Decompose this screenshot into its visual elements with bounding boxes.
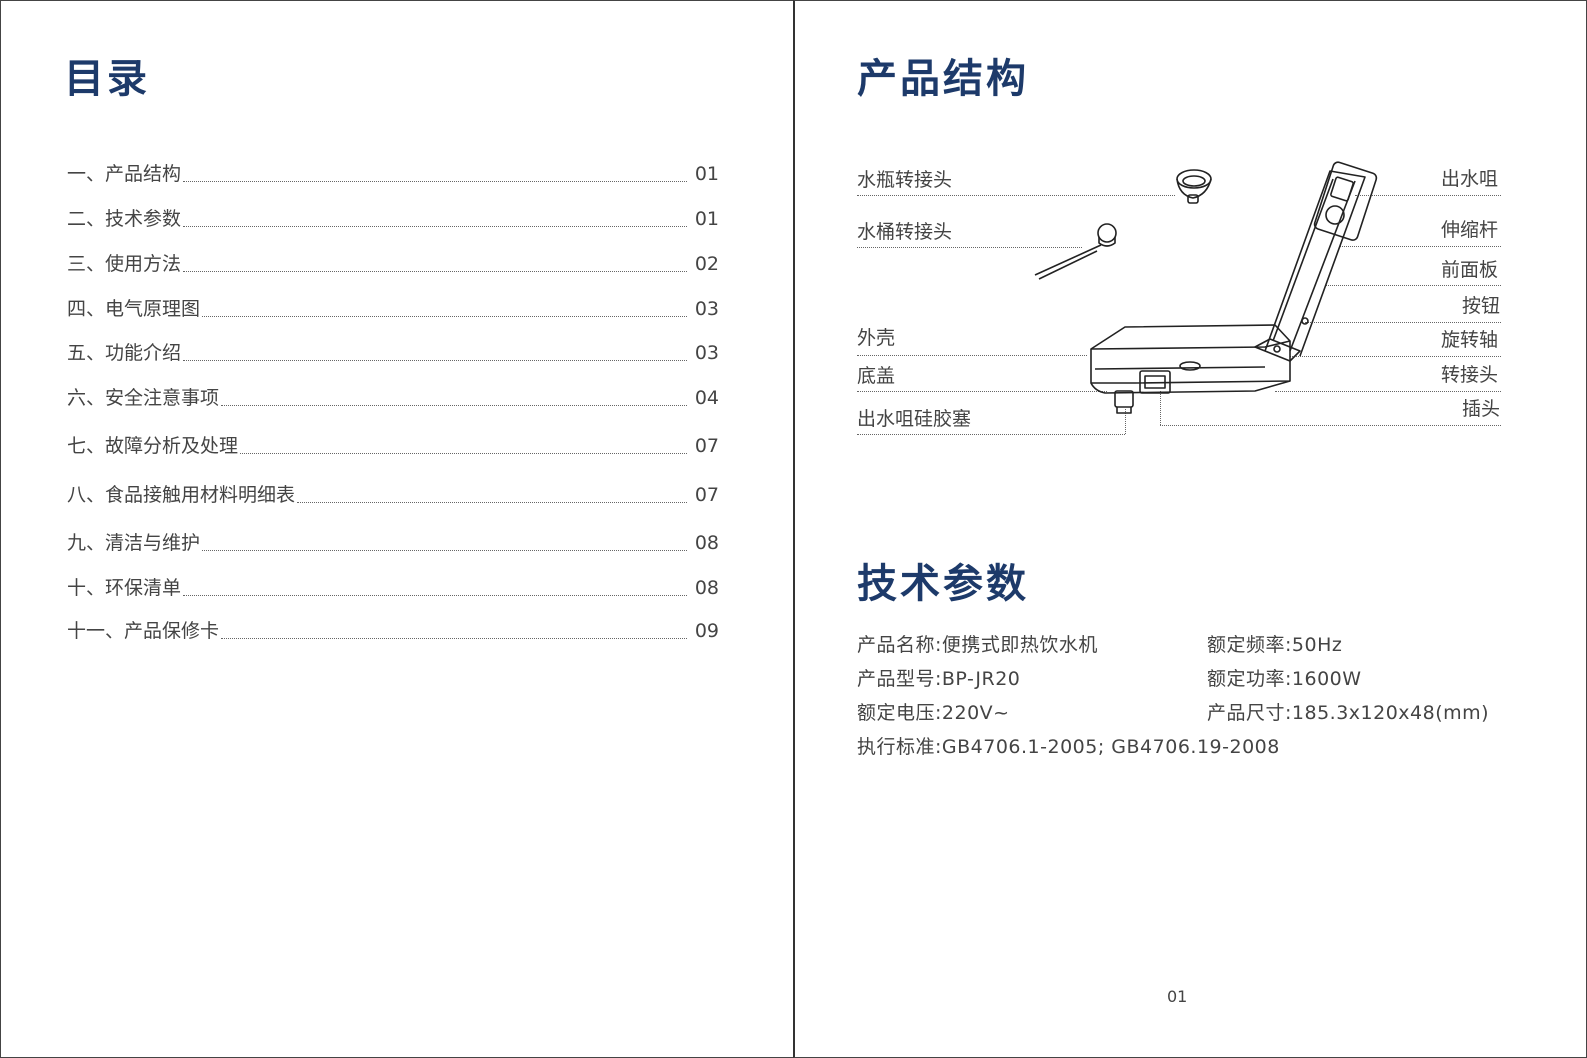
- leader-line: [1355, 195, 1501, 196]
- structure-title: 产品结构: [857, 56, 1029, 102]
- part-label-bottle-adapter: 水瓶转接头: [857, 169, 953, 191]
- toc-leader-dots: [183, 226, 687, 227]
- spec-rated-frequency: 额定频率:50Hz: [1207, 634, 1343, 656]
- right-page: 产品结构 水瓶转接头 水桶转接头 外壳 底盖 出水咀硅胶塞 出水咀 伸缩杆 前面…: [793, 0, 1587, 1058]
- spec-dimensions: 产品尺寸:185.3x120x48(mm): [1207, 702, 1490, 724]
- leader-line: [857, 247, 1082, 248]
- toc-leader-dots: [202, 316, 687, 317]
- toc-leader-dots: [240, 453, 687, 454]
- leader-line: [857, 434, 1125, 435]
- spec-product-name: 产品名称:便携式即热饮水机: [857, 634, 1098, 656]
- spec-rated-voltage: 额定电压:220V~: [857, 702, 1010, 724]
- toc-item-page: 04: [694, 387, 719, 409]
- leader-line: [1305, 322, 1501, 323]
- leader-line: [1160, 391, 1161, 425]
- toc-item[interactable]: 六、安全注意事项 04: [67, 385, 719, 411]
- toc-item-page: 07: [694, 435, 719, 457]
- spec-rated-power: 额定功率:1600W: [1207, 668, 1362, 690]
- part-label-telescopic-rod: 伸缩杆: [1441, 219, 1499, 241]
- toc-item-page: 01: [694, 163, 719, 185]
- spec-row: 产品型号:BP-JR20 额定功率:1600W: [857, 664, 1557, 694]
- toc-item[interactable]: 九、清洁与维护 08: [67, 530, 719, 556]
- toc-item-page: 08: [694, 532, 719, 554]
- toc-item[interactable]: 七、故障分析及处理 07: [67, 433, 719, 459]
- toc-item-label: 四、电气原理图: [67, 298, 201, 320]
- left-page: 目录 一、产品结构 01 二、技术参数 01 三、使用方法 02 四、电气原理图…: [0, 0, 793, 1058]
- toc-item[interactable]: 四、电气原理图 03: [67, 296, 719, 322]
- toc-item[interactable]: 一、产品结构 01: [67, 161, 719, 187]
- device-illustration-icon: [1034, 161, 1378, 414]
- leader-line: [1275, 391, 1501, 392]
- part-label-plug: 插头: [1462, 398, 1501, 420]
- part-label-adapter: 转接头: [1441, 364, 1499, 386]
- toc-item[interactable]: 三、使用方法 02: [67, 251, 719, 277]
- spec-model: 产品型号:BP-JR20: [857, 668, 1021, 690]
- toc-item-page: 01: [694, 208, 719, 230]
- part-label-bucket-adapter: 水桶转接头: [857, 221, 953, 243]
- toc-item[interactable]: 二、技术参数 01: [67, 206, 719, 232]
- toc-item-label: 一、产品结构: [67, 163, 182, 185]
- leader-line: [1325, 285, 1501, 286]
- toc-item-label: 二、技术参数: [67, 208, 182, 230]
- spec-row: 产品名称:便携式即热饮水机 额定频率:50Hz: [857, 630, 1557, 660]
- part-label-front-panel: 前面板: [1441, 259, 1499, 281]
- part-label-button: 按钮: [1462, 295, 1501, 317]
- page-number: 01: [1167, 987, 1188, 1006]
- part-label-shell: 外壳: [857, 327, 896, 349]
- toc-leader-dots: [221, 638, 687, 639]
- part-label-spout-plug: 出水咀硅胶塞: [857, 408, 972, 430]
- toc-leader-dots: [221, 405, 687, 406]
- toc-item[interactable]: 五、功能介绍 03: [67, 340, 719, 366]
- toc-item-page: 03: [694, 298, 719, 320]
- toc-item[interactable]: 十、环保清单 08: [67, 575, 719, 601]
- toc-item-label: 九、清洁与维护: [67, 532, 201, 554]
- spec-row: 额定电压:220V~ 产品尺寸:185.3x120x48(mm): [857, 698, 1557, 728]
- toc-item-page: 08: [694, 577, 719, 599]
- leader-line: [1290, 356, 1501, 357]
- toc-leader-dots: [183, 181, 687, 182]
- toc-item-label: 三、使用方法: [67, 253, 182, 275]
- toc-item-label: 六、安全注意事项: [67, 387, 220, 409]
- toc-item[interactable]: 十一、产品保修卡 09: [67, 618, 719, 644]
- toc-item-label: 八、食品接触用材料明细表: [67, 484, 296, 506]
- toc-item-label: 七、故障分析及处理: [67, 435, 239, 457]
- toc-item-label: 十、环保清单: [67, 577, 182, 599]
- part-label-rotation-axis: 旋转轴: [1441, 329, 1499, 351]
- leader-line: [1125, 409, 1126, 434]
- leader-line: [1160, 425, 1501, 426]
- leader-line: [857, 391, 1107, 392]
- spec-standard: 执行标准:GB4706.1-2005; GB4706.19-2008: [857, 736, 1280, 758]
- toc-leader-dots: [183, 595, 687, 596]
- leader-line: [1340, 246, 1501, 247]
- spec-row: 执行标准:GB4706.1-2005; GB4706.19-2008: [857, 732, 1557, 762]
- toc-item[interactable]: 八、食品接触用材料明细表 07: [67, 482, 719, 508]
- toc-leader-dots: [183, 360, 687, 361]
- toc-item-label: 十一、产品保修卡: [67, 620, 220, 642]
- toc-leader-dots: [183, 271, 687, 272]
- leader-line: [857, 195, 1175, 196]
- toc-leader-dots: [202, 550, 687, 551]
- toc-item-label: 五、功能介绍: [67, 342, 182, 364]
- toc-item-page: 07: [694, 484, 719, 506]
- part-label-spout: 出水咀: [1441, 168, 1499, 190]
- toc-title: 目录: [64, 56, 150, 102]
- part-label-bottom-cover: 底盖: [857, 365, 896, 387]
- leader-line: [857, 355, 1087, 356]
- toc-leader-dots: [297, 502, 687, 503]
- toc-item-page: 02: [694, 253, 719, 275]
- toc-item-page: 03: [694, 342, 719, 364]
- toc-item-page: 09: [694, 620, 719, 642]
- specs-title: 技术参数: [857, 561, 1029, 607]
- product-structure-diagram: 水瓶转接头 水桶转接头 外壳 底盖 出水咀硅胶塞 出水咀 伸缩杆 前面板 按钮 …: [795, 151, 1587, 451]
